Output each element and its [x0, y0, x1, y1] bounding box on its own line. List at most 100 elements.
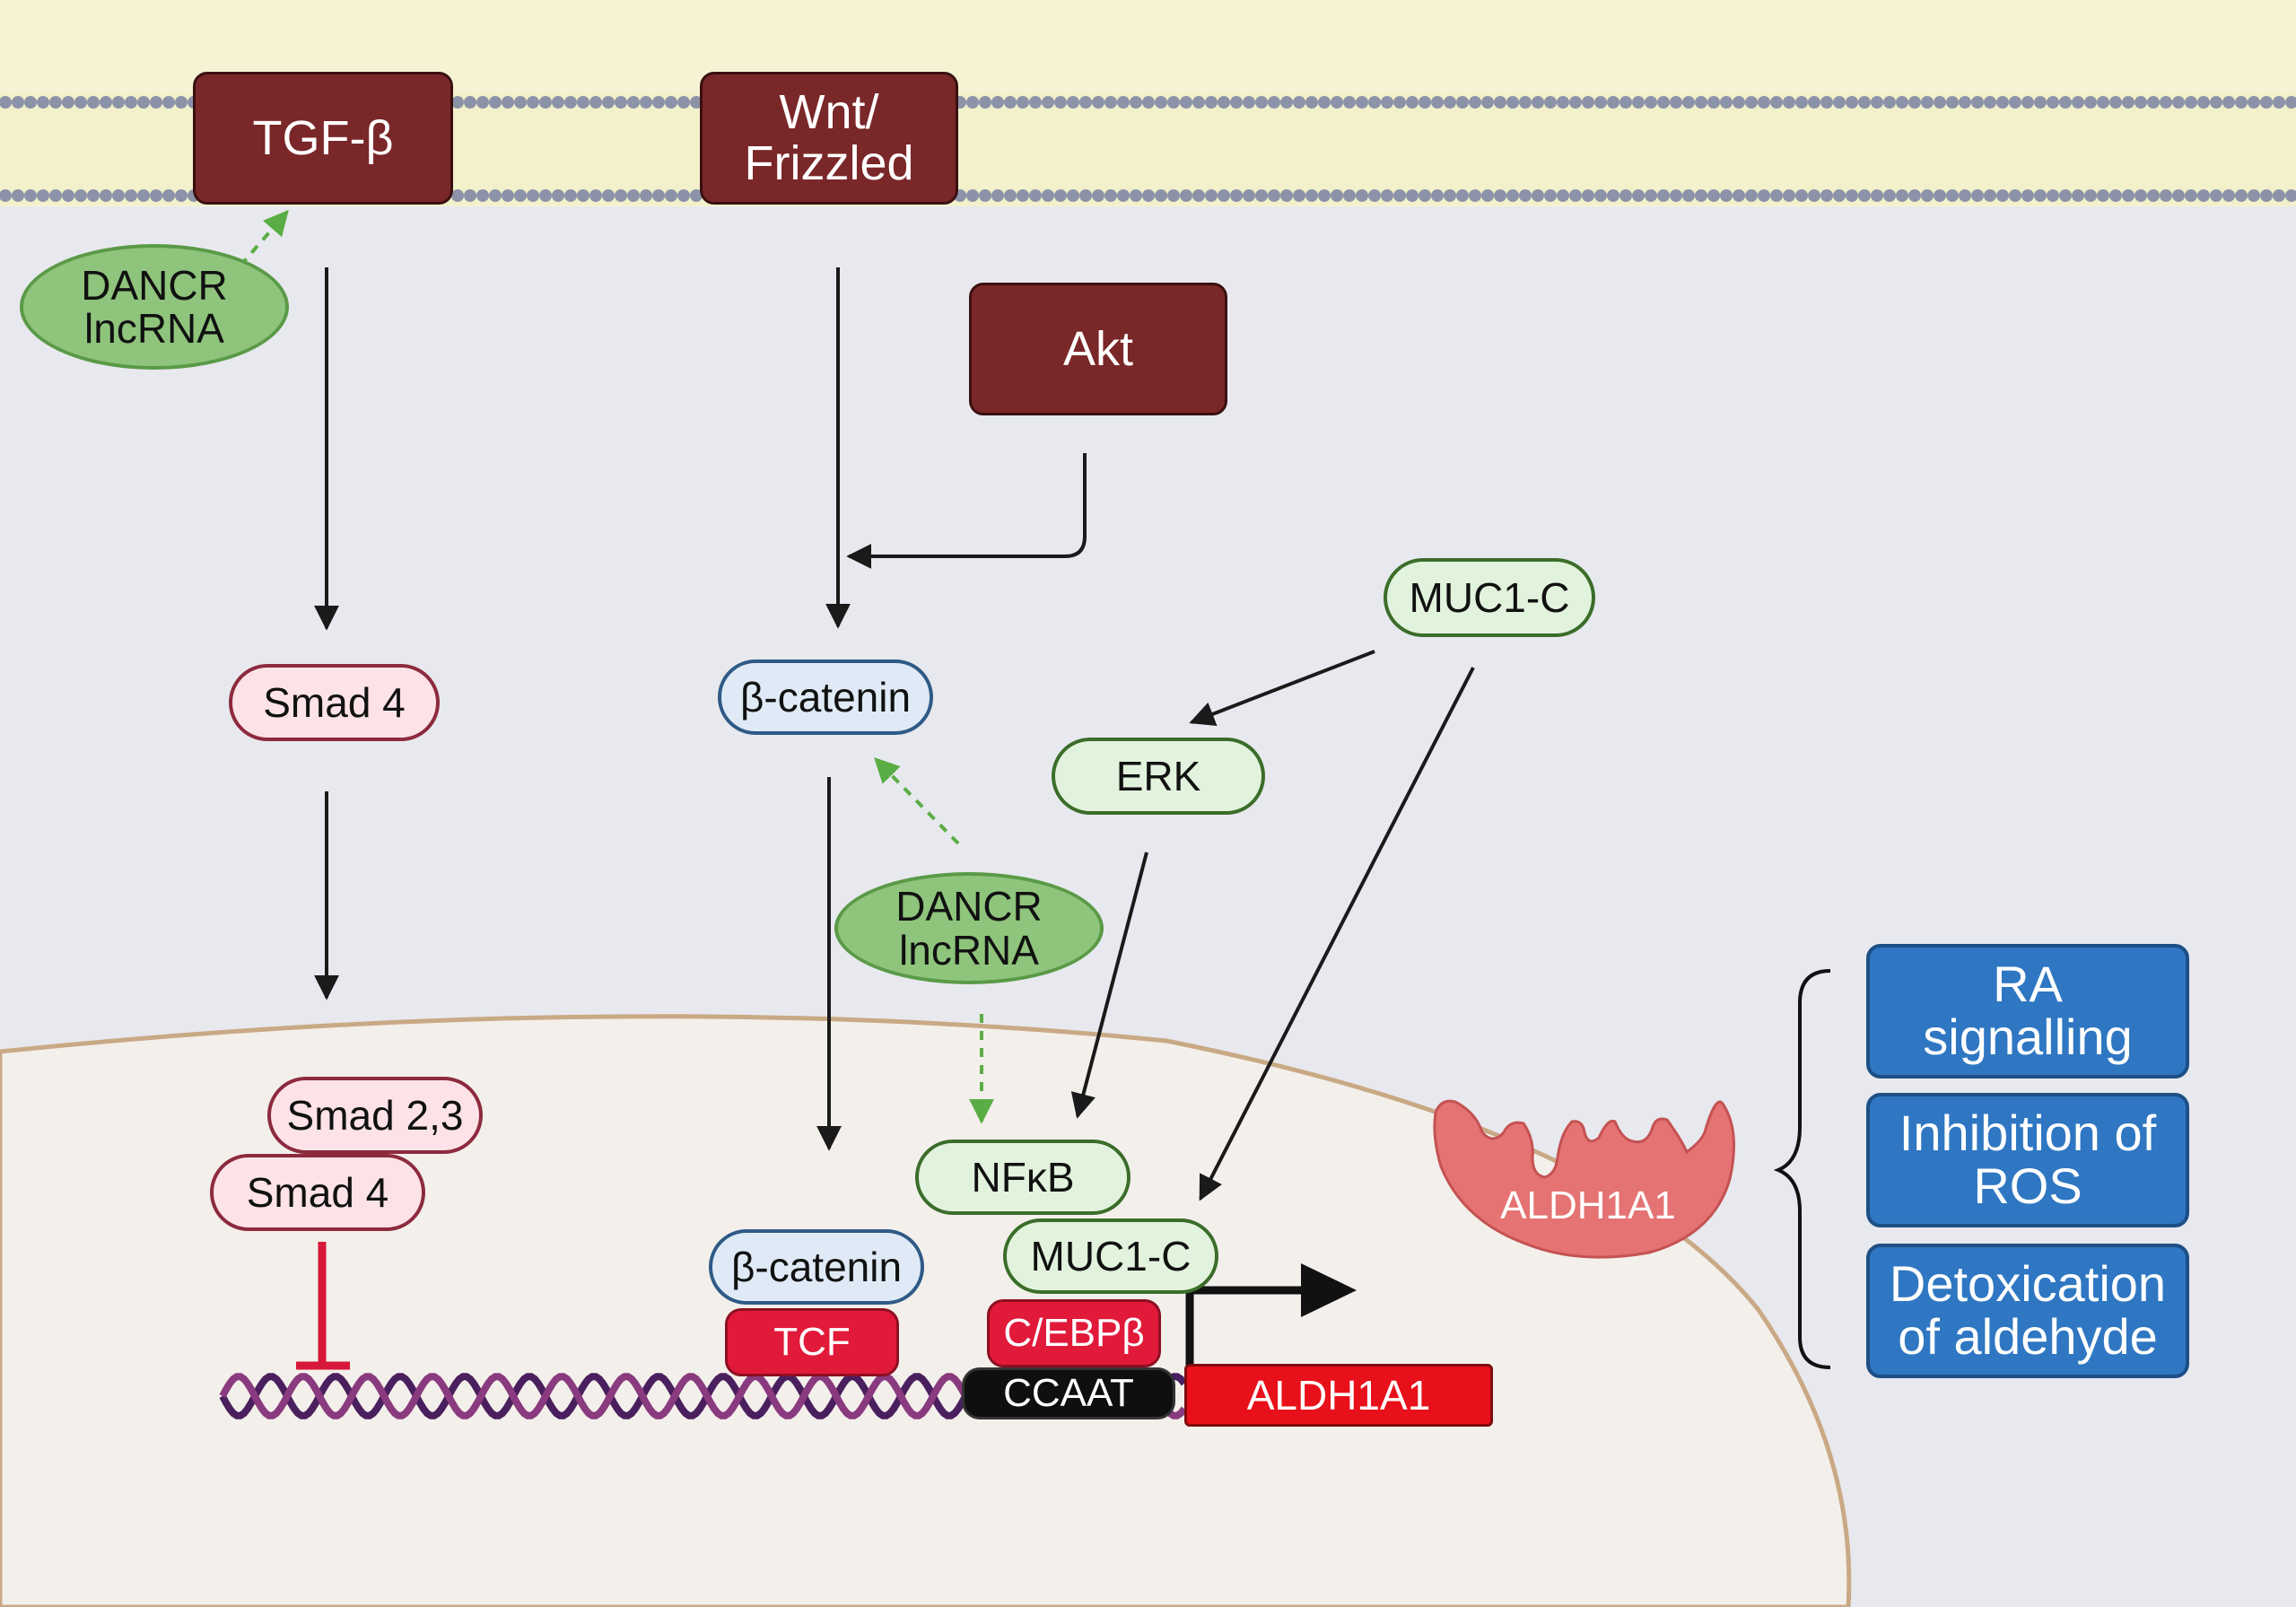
- lipid-head: [2097, 189, 2109, 202]
- muc1c-cytoplasm[interactable]: MUC1-C: [1384, 558, 1595, 637]
- muc1c-nucleus[interactable]: MUC1-C: [1003, 1218, 1218, 1294]
- lipid-head: [1406, 96, 1419, 109]
- lipid-head: [2185, 189, 2197, 202]
- nucleus: [0, 1014, 1852, 1607]
- beta-catenin-nucleus[interactable]: β-catenin: [709, 1229, 924, 1305]
- lipid-head: [2021, 96, 2034, 109]
- lipid-head: [1230, 96, 1243, 109]
- lipid-head: [1469, 96, 1481, 109]
- dancr-lncrna-top[interactable]: DANCR lncRNA: [20, 244, 289, 370]
- lipid-head: [100, 189, 112, 202]
- lipid-head: [2122, 96, 2134, 109]
- lipid-head: [1104, 96, 1117, 109]
- lipid-head: [502, 96, 514, 109]
- smad23-nucleus[interactable]: Smad 2,3: [267, 1077, 483, 1154]
- erk-node[interactable]: ERK: [1052, 738, 1265, 815]
- lipid-head: [1808, 189, 1820, 202]
- lipid-head: [2222, 96, 2235, 109]
- lipid-head: [1833, 189, 1846, 202]
- lipid-head: [162, 96, 175, 109]
- lipid-head: [1192, 189, 1205, 202]
- lipid-head: [2034, 96, 2047, 109]
- lipid-head: [1896, 189, 1908, 202]
- lipid-head: [640, 189, 652, 202]
- lipid-head: [2147, 189, 2160, 202]
- lipid-head: [1833, 96, 1846, 109]
- lipid-head: [451, 96, 464, 109]
- lipid-head: [589, 96, 602, 109]
- lipid-head: [1368, 96, 1381, 109]
- aldh1a1-mitochondrion-label: ALDH1A1: [1500, 1183, 1676, 1227]
- nfkb-node[interactable]: NFκB: [915, 1140, 1131, 1215]
- lipid-head: [2235, 96, 2248, 109]
- lipid-head: [1858, 189, 1871, 202]
- lipid-head: [979, 189, 991, 202]
- lipid-head: [1946, 96, 1959, 109]
- lipid-head: [62, 189, 74, 202]
- lipid-head: [24, 189, 37, 202]
- lipid-head: [1167, 189, 1180, 202]
- lipid-head: [49, 189, 62, 202]
- smad4-cytoplasm[interactable]: Smad 4: [229, 664, 440, 741]
- dancr-lncrna-middle[interactable]: DANCR lncRNA: [834, 872, 1104, 984]
- lipid-head: [627, 189, 640, 202]
- lipid-head: [2160, 96, 2172, 109]
- lipid-head: [1268, 189, 1280, 202]
- wnt-frizzled-receptor[interactable]: Wnt/ Frizzled: [700, 72, 958, 205]
- tcf-factor[interactable]: TCF: [725, 1308, 899, 1376]
- lipid-head: [1557, 189, 1569, 202]
- dancr-arrows: [239, 209, 994, 1124]
- lipid-head: [1657, 189, 1670, 202]
- lipid-head: [589, 189, 602, 202]
- lipid-head: [1368, 189, 1381, 202]
- lipid-head: [2059, 96, 2072, 109]
- tgf-beta-receptor[interactable]: TGF-β: [193, 72, 453, 205]
- outcome-detoxication-of-aldehyde[interactable]: Detoxication of aldehyde: [1866, 1244, 2189, 1378]
- lipid-head: [1469, 189, 1481, 202]
- lipid-head: [1318, 189, 1331, 202]
- lipid-head: [1142, 189, 1155, 202]
- lipid-head: [1657, 96, 1670, 109]
- lipid-head: [2260, 189, 2273, 202]
- lipid-head: [2260, 96, 2273, 109]
- lipid-head: [1393, 96, 1406, 109]
- lipid-head: [1883, 189, 1896, 202]
- outcome-ra-signalling[interactable]: RA signalling: [1866, 944, 2189, 1079]
- lipid-head: [2009, 189, 2021, 202]
- lipid-head: [2072, 189, 2084, 202]
- lipid-head: [2185, 96, 2197, 109]
- akt-kinase[interactable]: Akt: [969, 283, 1227, 415]
- lipid-head: [112, 96, 125, 109]
- lipid-head: [665, 96, 677, 109]
- lipid-head: [1029, 96, 1042, 109]
- lipid-head: [602, 189, 615, 202]
- lipid-head: [991, 189, 1004, 202]
- lipid-head: [1733, 189, 1745, 202]
- lipid-head: [2134, 96, 2147, 109]
- lipid-head: [0, 189, 12, 202]
- lipid-head: [1707, 96, 1720, 109]
- lipid-head: [1544, 96, 1557, 109]
- lipid-head: [1318, 96, 1331, 109]
- lipid-head: [1519, 96, 1532, 109]
- lipid-head: [1142, 96, 1155, 109]
- lipid-head: [1745, 189, 1758, 202]
- lipid-head: [1569, 96, 1582, 109]
- lipid-head: [1707, 189, 1720, 202]
- smad4-nucleus[interactable]: Smad 4: [210, 1154, 425, 1231]
- lipid-head: [677, 189, 690, 202]
- cebp-beta-factor[interactable]: C/EBPβ: [987, 1299, 1161, 1367]
- lipid-head: [1519, 189, 1532, 202]
- beta-catenin-cytoplasm[interactable]: β-catenin: [718, 659, 933, 735]
- lipid-head: [1783, 189, 1795, 202]
- lipid-head: [1167, 96, 1180, 109]
- lipid-head: [1305, 189, 1318, 202]
- lipid-head: [627, 96, 640, 109]
- aldh1a1-gene[interactable]: ALDH1A1: [1184, 1364, 1493, 1427]
- ccaat-box[interactable]: CCAAT: [962, 1367, 1175, 1419]
- lipid-head: [1770, 189, 1783, 202]
- outcome-inhibition-of-ros[interactable]: Inhibition of ROS: [1866, 1093, 2189, 1227]
- lipid-head: [1104, 189, 1117, 202]
- lipid-head: [1456, 96, 1469, 109]
- lipid-head: [1758, 189, 1770, 202]
